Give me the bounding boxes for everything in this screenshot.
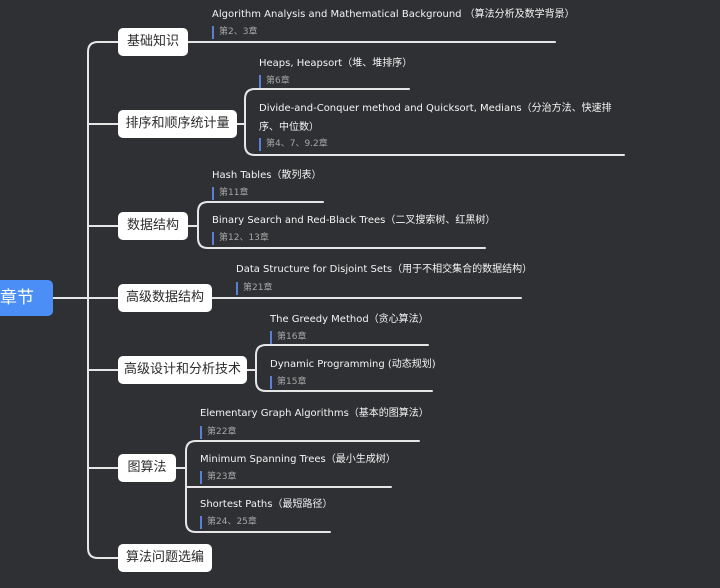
chapter-node-data-structures[interactable]: 数据结构 — [118, 212, 188, 240]
topic-title[interactable]: Hash Tables（散列表） — [212, 170, 322, 181]
chapter-label: 排序和顺序统计量 — [125, 116, 230, 131]
topic-title[interactable]: The Greedy Method（贪心算法） — [270, 314, 429, 325]
chapter-reference: 第2、3章 — [212, 26, 257, 39]
chapter-reference: 第24、25章 — [200, 516, 257, 529]
chapter-reference: 第22章 — [200, 426, 236, 439]
topic-title[interactable]: Shortest Paths（最短路径） — [200, 499, 333, 510]
chapter-reference: 第16章 — [270, 331, 306, 344]
root-label: 章节 — [0, 288, 34, 308]
chapter-node-selected-problems[interactable]: 算法问题选编 — [118, 544, 212, 572]
topic-title[interactable]: Heaps, Heapsort（堆、堆排序） — [259, 58, 413, 69]
chapter-label: 基础知识 — [126, 34, 179, 49]
topic-title[interactable]: Minimum Spanning Trees（最小生成树） — [200, 454, 396, 465]
chapter-node-sorting[interactable]: 排序和顺序统计量 — [118, 110, 237, 138]
chapter-node-advanced-data-structures[interactable]: 高级数据结构 — [118, 284, 212, 312]
chapter-reference: 第11章 — [212, 187, 248, 200]
chapter-label: 高级数据结构 — [125, 290, 204, 305]
chapter-reference: 第4、7、9.2章 — [259, 138, 328, 151]
topic-title[interactable]: Data Structure for Disjoint Sets（用于不相交集合… — [236, 264, 533, 275]
chapter-label: 高级设计和分析技术 — [123, 362, 241, 377]
chapter-label: 数据结构 — [126, 218, 179, 233]
chapter-reference: 第6章 — [259, 75, 290, 88]
chapter-label: 图算法 — [127, 460, 167, 475]
chapter-node-graph-algorithms[interactable]: 图算法 — [118, 454, 176, 482]
chapter-reference: 第21章 — [236, 282, 272, 295]
chapter-reference: 第23章 — [200, 471, 236, 484]
chapter-reference: 第12、13章 — [212, 232, 269, 245]
topic-title[interactable]: Algorithm Analysis and Mathematical Back… — [212, 9, 575, 20]
topic-title[interactable]: Elementary Graph Algorithms（基本的图算法） — [200, 408, 429, 419]
chapter-node-basics[interactable]: 基础知识 — [118, 28, 188, 56]
topic-title[interactable]: Divide-and-Conquer method and Quicksort,… — [259, 103, 612, 133]
chapter-label: 算法问题选编 — [125, 550, 204, 565]
topic-title[interactable]: Binary Search and Red-Black Trees（二叉搜索树、… — [212, 215, 496, 226]
root-node[interactable]: 章节 — [0, 280, 53, 316]
chapter-reference: 第15章 — [270, 376, 306, 389]
chapter-node-design-techniques[interactable]: 高级设计和分析技术 — [118, 356, 247, 384]
topic-title[interactable]: Dynamic Programming (动态规划) — [270, 359, 436, 370]
